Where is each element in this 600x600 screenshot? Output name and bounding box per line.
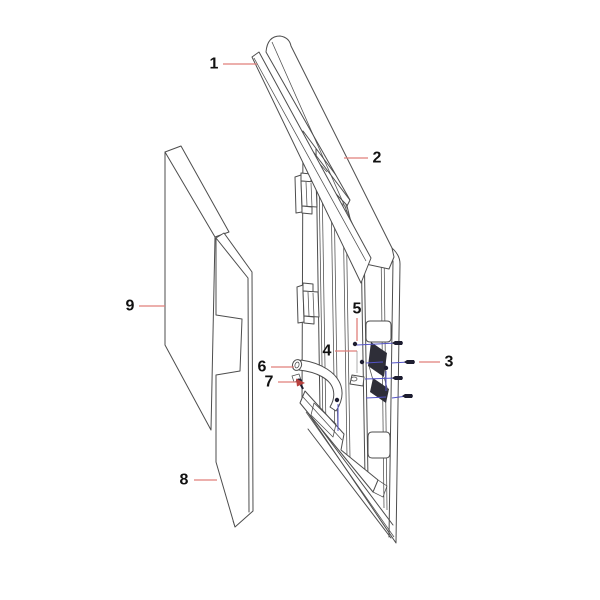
glass-panel <box>164 145 230 431</box>
leader-arrowhead <box>296 378 305 387</box>
glass-frame-verticals <box>318 176 388 511</box>
callout-6: 6 <box>258 359 294 376</box>
screw-head <box>334 397 340 403</box>
top-expander-strip <box>251 51 372 284</box>
kick-panel <box>215 232 254 528</box>
bottom-expander <box>299 390 388 498</box>
part-number-label: 8 <box>180 472 189 489</box>
inside-latch-lever <box>349 374 365 387</box>
part-number-label: 3 <box>445 354 454 371</box>
screw-head <box>359 359 365 365</box>
callout-2: 2 <box>344 150 382 167</box>
part-number-label: 1 <box>210 56 219 73</box>
callout-3: 3 <box>419 354 454 371</box>
part-number-label: 4 <box>323 343 332 360</box>
pull-handle <box>291 359 343 412</box>
hinge-top <box>294 172 318 215</box>
mounting-screw <box>392 376 403 380</box>
callout-1: 1 <box>210 56 257 73</box>
mounting-screw <box>402 394 413 398</box>
callout-8: 8 <box>180 472 217 489</box>
hinge-bottom <box>296 282 320 325</box>
part-number-label: 2 <box>373 150 382 167</box>
callout-layer: 1 2 3 4 5 67 8 9 <box>126 56 454 489</box>
fastener-layer <box>334 341 415 431</box>
callout-7: 7 <box>265 374 305 391</box>
part-number-label: 5 <box>353 301 362 318</box>
top-rain-cap-strip <box>265 35 395 270</box>
callout-5: 5 <box>353 301 362 341</box>
glass-bottom-rail <box>307 416 394 539</box>
part-number-label: 9 <box>126 298 135 315</box>
mounting-screw <box>404 360 415 364</box>
part-number-label: 6 <box>258 359 267 376</box>
screw-head <box>352 341 358 347</box>
screw-head <box>383 365 389 371</box>
callout-4: 4 <box>323 343 358 373</box>
part-number-label: 7 <box>265 374 274 391</box>
mounting-screw <box>392 341 403 345</box>
callout-9: 9 <box>126 298 165 315</box>
